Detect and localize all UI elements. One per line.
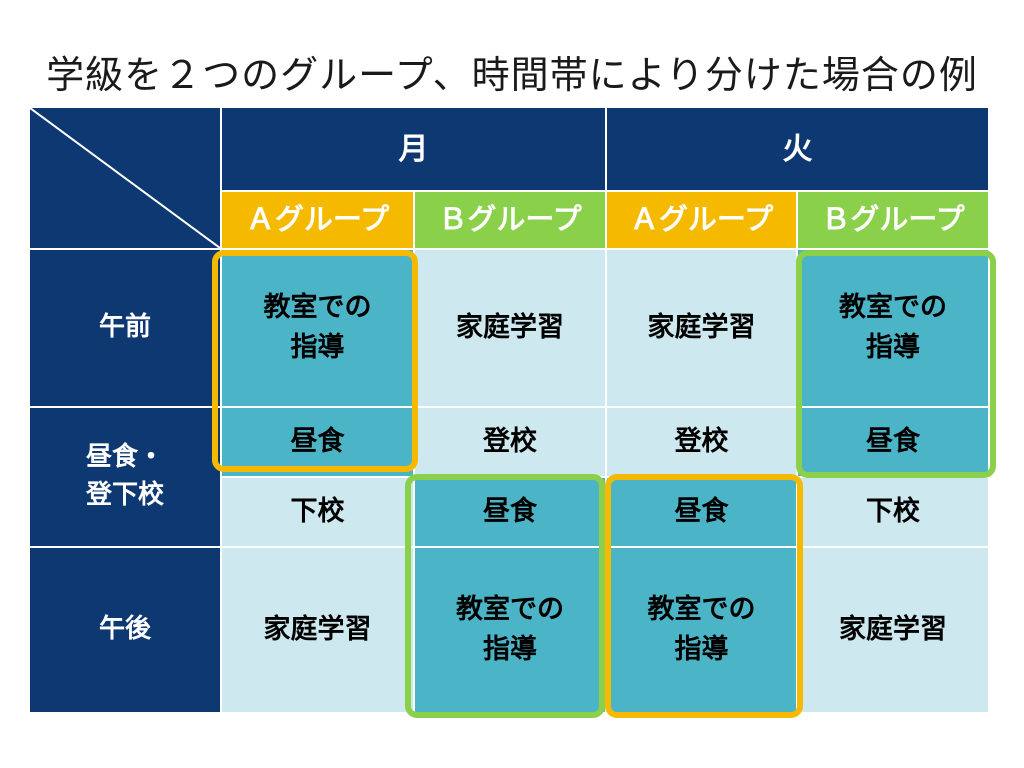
page-title: 学級を２つのグループ、時間帯により分けた場合の例 (46, 53, 978, 97)
highlight-mon-b-afternoon (405, 474, 605, 718)
cell-lunch1-mon-b: 登校 (415, 408, 605, 476)
row-label-am: 午前 (30, 250, 220, 406)
day-header-mon: 月 (222, 108, 605, 190)
cell-lunch2-tue-a: 昼食 (607, 478, 796, 546)
cell-pm-mon-b: 教室での 指導 (415, 548, 605, 712)
day-header-tue: 火 (607, 108, 988, 190)
highlight-tue-b-morning (796, 250, 996, 478)
cell-lunch1-mon-a: 昼食 (222, 408, 413, 476)
group-header-mon-a: Ａグループ (222, 192, 413, 248)
cell-lunch2-mon-b: 昼食 (415, 478, 605, 546)
highlight-mon-a-morning (212, 250, 418, 472)
cell-lunch1-tue-b: 昼食 (798, 408, 988, 476)
row-label-pm: 午後 (30, 548, 220, 712)
group-header-tue-a: Ａグループ (607, 192, 796, 248)
cell-lunch1-tue-a: 登校 (607, 408, 796, 476)
corner-header (30, 108, 220, 248)
group-header-mon-b: Ｂグループ (415, 192, 605, 248)
cell-lunch2-mon-a: 下校 (222, 478, 413, 546)
cell-am-mon-a: 教室での 指導 (222, 250, 413, 406)
cell-pm-tue-b: 家庭学習 (798, 548, 988, 712)
cell-am-tue-b: 教室での 指導 (798, 250, 988, 406)
cell-lunch2-tue-b: 下校 (798, 478, 988, 546)
group-header-tue-b: Ｂグループ (798, 192, 988, 248)
cell-pm-tue-a: 教室での 指導 (607, 548, 796, 712)
cell-am-tue-a: 家庭学習 (607, 250, 796, 406)
highlight-tue-a-afternoon (605, 474, 803, 718)
diagonal-line (30, 108, 220, 248)
cell-pm-mon-a: 家庭学習 (222, 548, 413, 712)
row-label-lunch: 昼食・ 登下校 (30, 408, 220, 546)
cell-am-mon-b: 家庭学習 (415, 250, 605, 406)
